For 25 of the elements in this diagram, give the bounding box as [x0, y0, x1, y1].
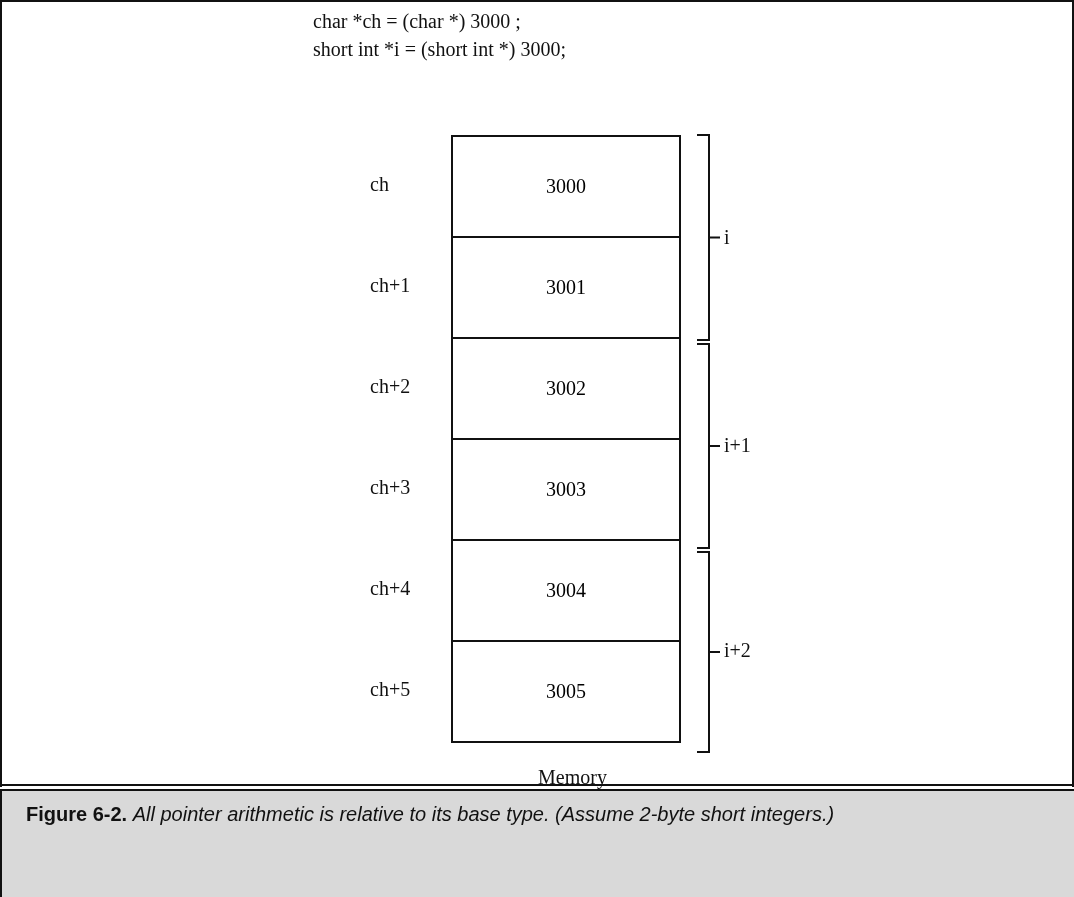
- code-line: short int *i = (short int *) 3000;: [313, 38, 566, 61]
- pointer-label: ch+4: [370, 577, 411, 600]
- pointer-label: ch+1: [370, 274, 411, 297]
- pointer-label: ch+3: [370, 476, 411, 499]
- memory-address: 3000: [546, 175, 586, 198]
- memory-address: 3004: [546, 579, 586, 602]
- memory-address: 3001: [546, 276, 586, 299]
- memory-cell: [451, 236, 681, 339]
- memory-cell: [451, 539, 681, 642]
- memory-cell: [451, 438, 681, 541]
- memory-address: 3003: [546, 478, 586, 501]
- memory-address: 3002: [546, 377, 586, 400]
- memory-cell: [451, 135, 681, 238]
- pointer-label: i+2: [724, 639, 751, 662]
- memory-cell: [451, 337, 681, 440]
- memory-label: Memory: [538, 766, 607, 789]
- figure-caption: Figure 6-2. All pointer arithmetic is relative to its base type. (Assume 2-byte short integers.): [26, 802, 836, 827]
- pointer-label: ch+2: [370, 375, 411, 398]
- pointer-label: i: [724, 226, 730, 249]
- memory-address: 3005: [546, 680, 586, 703]
- code-line: char *ch = (char *) 3000 ;: [313, 10, 521, 33]
- pointer-label: ch: [370, 173, 389, 196]
- memory-cell: [451, 640, 681, 743]
- pointer-label: ch+5: [370, 678, 411, 701]
- pointer-label: i+1: [724, 434, 751, 457]
